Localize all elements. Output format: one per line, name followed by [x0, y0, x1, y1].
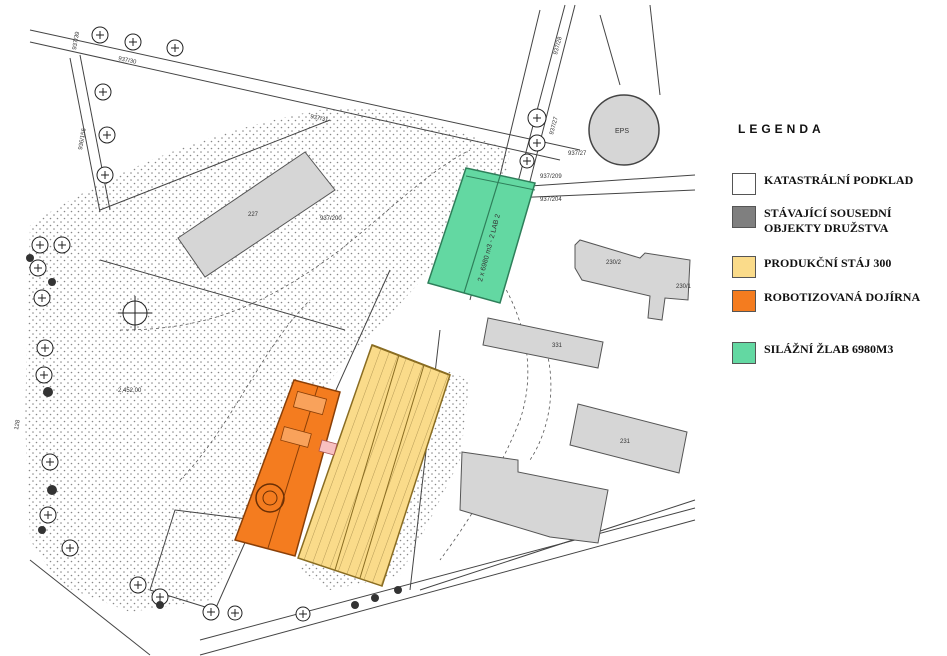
building-227	[177, 151, 336, 278]
legend-label-milking: ROBOTIZOVANÁ DOJÍRNA	[764, 290, 921, 304]
eps-label: EPS	[615, 128, 629, 135]
legend-swatch-milking	[732, 290, 756, 312]
legend-title: LEGENDA	[738, 122, 825, 136]
production-barn	[297, 344, 451, 587]
tree-icon	[118, 296, 152, 330]
building-331	[482, 317, 604, 369]
building-label: 230/1	[676, 284, 692, 290]
parcel-label: 937/31	[310, 114, 330, 124]
legend-swatch-existing	[732, 206, 756, 228]
tree-icon	[53, 236, 71, 254]
parcel-label: 937/28	[553, 36, 564, 56]
tree-icon	[96, 166, 114, 184]
parcel-label: 936/156	[78, 127, 88, 150]
building-231	[569, 403, 688, 474]
parcel-label: 937/204	[540, 197, 562, 203]
building-label: 230/2	[606, 260, 622, 266]
legend-label-existing: STÁVAJÍCÍ SOUSEDNÍ OBJEKTY DRUŽSTVA	[764, 206, 892, 236]
tree-icon	[527, 108, 547, 128]
tree-icon	[61, 539, 79, 557]
legend-label-existing-line1: STÁVAJÍCÍ SOUSEDNÍ	[764, 206, 892, 220]
parcel-label: 937/39	[72, 31, 81, 51]
tree-icon	[91, 26, 109, 44]
legend-item-existing: STÁVAJÍCÍ SOUSEDNÍ OBJEKTY DRUŽSTVA	[732, 206, 892, 236]
building-label: 227	[248, 212, 259, 218]
tree-icon	[31, 236, 49, 254]
legend-item-barn: PRODUKČNÍ STÁJ 300	[732, 256, 891, 278]
legend-label-barn: PRODUKČNÍ STÁJ 300	[764, 256, 892, 270]
parcel-label: 937/30	[118, 56, 138, 66]
trees	[29, 26, 547, 622]
tree-icon	[166, 39, 184, 57]
parcel-label: 937/27	[549, 116, 560, 136]
tree-icon	[29, 259, 47, 277]
tree-icon	[98, 126, 116, 144]
legend-label-silage: SILÁŽNÍ ŽLAB 6980M3	[764, 342, 894, 356]
legend-item-milking: ROBOTIZOVANÁ DOJÍRNA	[732, 290, 920, 312]
building-label: 331	[552, 343, 563, 349]
building-label: 231	[620, 439, 631, 445]
tree-icon	[295, 606, 311, 622]
tree-icon	[528, 134, 546, 152]
legend-swatch-barn	[732, 256, 756, 278]
milking-parlour	[234, 379, 341, 557]
existing-buildings	[177, 151, 691, 544]
tree-icon	[151, 588, 169, 606]
legend-label-cadastral: KATASTRÁLNÍ PODKLAD	[764, 173, 914, 187]
legend-label-existing-line2: OBJEKTY DRUŽSTVA	[764, 221, 889, 235]
tree-icon	[33, 289, 51, 307]
tree-icon	[36, 339, 54, 357]
tree-icon	[519, 153, 535, 169]
silage-trench	[427, 167, 536, 304]
legend-item-cadastral: KATASTRÁLNÍ PODKLAD	[732, 173, 913, 195]
tree-icon	[202, 603, 220, 621]
tree-icon	[227, 605, 243, 621]
building-south	[459, 451, 609, 544]
eps-tank	[588, 94, 660, 166]
legend-swatch-cadastral	[732, 173, 756, 195]
tree-icon	[35, 366, 53, 384]
tree-icon	[39, 506, 57, 524]
tree-icon	[124, 33, 142, 51]
tree-icon	[94, 83, 112, 101]
tree-icon	[41, 453, 59, 471]
contour-lines	[119, 149, 552, 561]
legend-item-silage: SILÁŽNÍ ŽLAB 6980M3	[732, 342, 893, 364]
parcel-label: 2,452,00	[118, 388, 142, 394]
parcel-label: 937/27	[568, 151, 587, 157]
tree-icon	[129, 576, 147, 594]
parcel-label: 937/200	[320, 216, 342, 222]
building-230	[574, 239, 691, 321]
parcel-label: 128	[14, 419, 22, 431]
shrubs	[26, 254, 402, 609]
legend-swatch-silage	[732, 342, 756, 364]
stippled-terrain	[25, 107, 510, 613]
parcel-label: 937/209	[540, 174, 562, 180]
